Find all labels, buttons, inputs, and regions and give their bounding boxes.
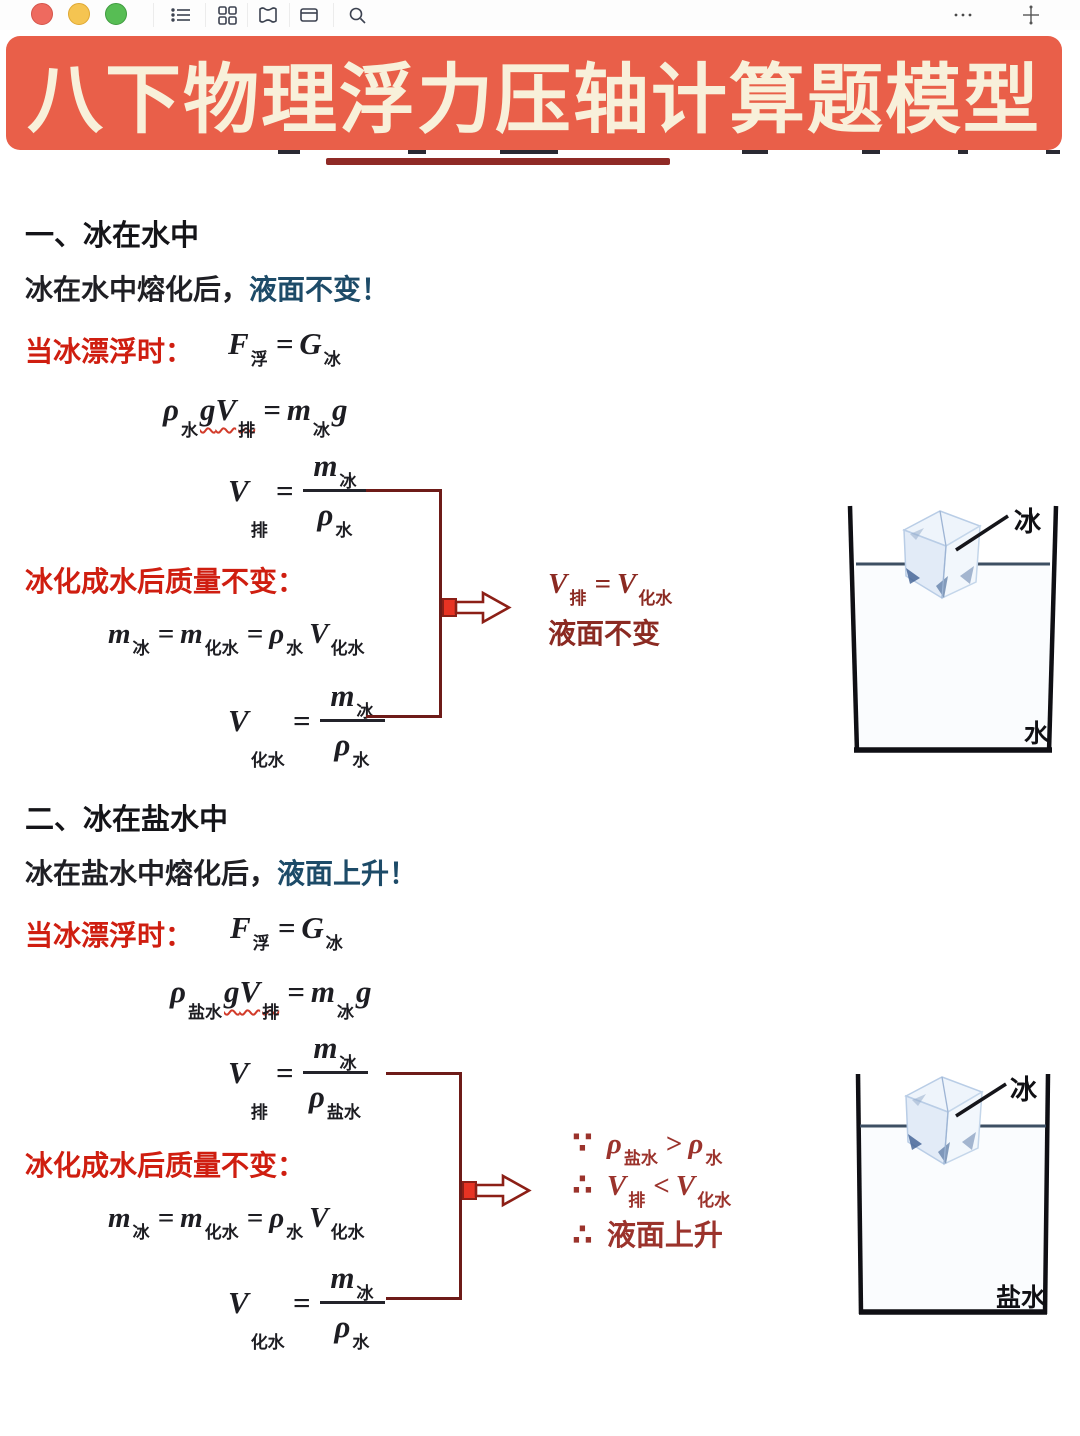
close-button[interactable] <box>31 3 53 25</box>
more-options-icon[interactable] <box>952 4 974 26</box>
conclusion-text-1: 液面不变 <box>548 618 661 649</box>
spellcheck-wavy-underline: gV排 <box>199 392 256 440</box>
conclusion-so-level: ∴液面上升 <box>572 1219 723 1252</box>
map-bookmark-icon[interactable] <box>257 4 279 26</box>
liquid-label: 水 <box>1024 720 1050 748</box>
melt-text: 冰在盐水中熔化后， <box>25 858 278 889</box>
search-icon[interactable] <box>346 4 368 26</box>
beaker-graphic <box>847 505 1059 753</box>
melt-text: 冰在水中熔化后， <box>25 274 250 305</box>
title-banner: 八下物理浮力压轴计算题模型 <box>6 36 1062 150</box>
float-condition-label-1: 当冰漂浮时： <box>25 336 194 367</box>
ice-label: 冰 <box>1010 1075 1037 1105</box>
obscured-text-fragment <box>278 150 300 154</box>
obscured-text-fragment <box>742 150 768 154</box>
obscured-text-fragment <box>500 150 558 154</box>
spellcheck-wavy-underline: gV排 <box>223 974 280 1022</box>
obscured-text-fragment <box>1046 150 1060 154</box>
mass-invariant-label-1: 冰化成水后质量不变： <box>25 566 306 597</box>
obscured-text-fragment <box>958 150 968 154</box>
title-underline <box>326 158 670 165</box>
ice-label: 冰 <box>1014 507 1041 537</box>
ice-cube-graphic <box>902 510 982 600</box>
grid-view-icon[interactable] <box>216 4 238 26</box>
section-2-melt-line: 冰在盐水中熔化后，液面上升！ <box>25 852 417 892</box>
page-title: 八下物理浮力压轴计算题模型 <box>27 58 1041 143</box>
obscured-text-fragment <box>408 150 426 154</box>
section-1-heading: 一、冰在水中 <box>25 220 200 252</box>
toolbar-divider <box>247 3 248 27</box>
toolbar-divider <box>205 3 206 27</box>
implies-arrow-icon <box>462 1173 532 1208</box>
beaker-diagram-water: 冰 水 <box>844 500 1062 758</box>
liquid-label: 盐水 <box>996 1284 1047 1312</box>
window-titlebar <box>0 0 1080 30</box>
float-condition-label-2: 当冰漂浮时： <box>25 920 194 951</box>
mass-invariant-label-2: 冰化成水后质量不变： <box>25 1150 306 1181</box>
move-handle-icon[interactable] <box>1020 4 1042 26</box>
section-1-melt-line: 冰在水中熔化后，液面不变！ <box>25 268 389 308</box>
toolbar-divider <box>153 3 154 27</box>
obscured-text-fragment <box>862 150 880 154</box>
list-view-icon[interactable] <box>170 4 192 26</box>
beaker-graphic <box>855 1073 1051 1315</box>
ice-cube-graphic <box>904 1076 984 1166</box>
brace-connector-1 <box>366 489 442 718</box>
toolbar-divider <box>289 3 290 27</box>
implies-arrow-icon <box>442 590 512 625</box>
minimize-button[interactable] <box>68 3 90 25</box>
beaker-diagram-saltwater: 冰 盐水 <box>850 1068 1056 1320</box>
zoom-button[interactable] <box>105 3 127 25</box>
melt-highlight: 液面上升！ <box>277 858 418 889</box>
brace-connector-2 <box>386 1072 462 1300</box>
section-2-heading: 二、冰在盐水中 <box>25 804 229 836</box>
window-layout-icon[interactable] <box>298 4 320 26</box>
melt-highlight: 液面不变！ <box>249 274 390 305</box>
toolbar-divider <box>333 3 334 27</box>
